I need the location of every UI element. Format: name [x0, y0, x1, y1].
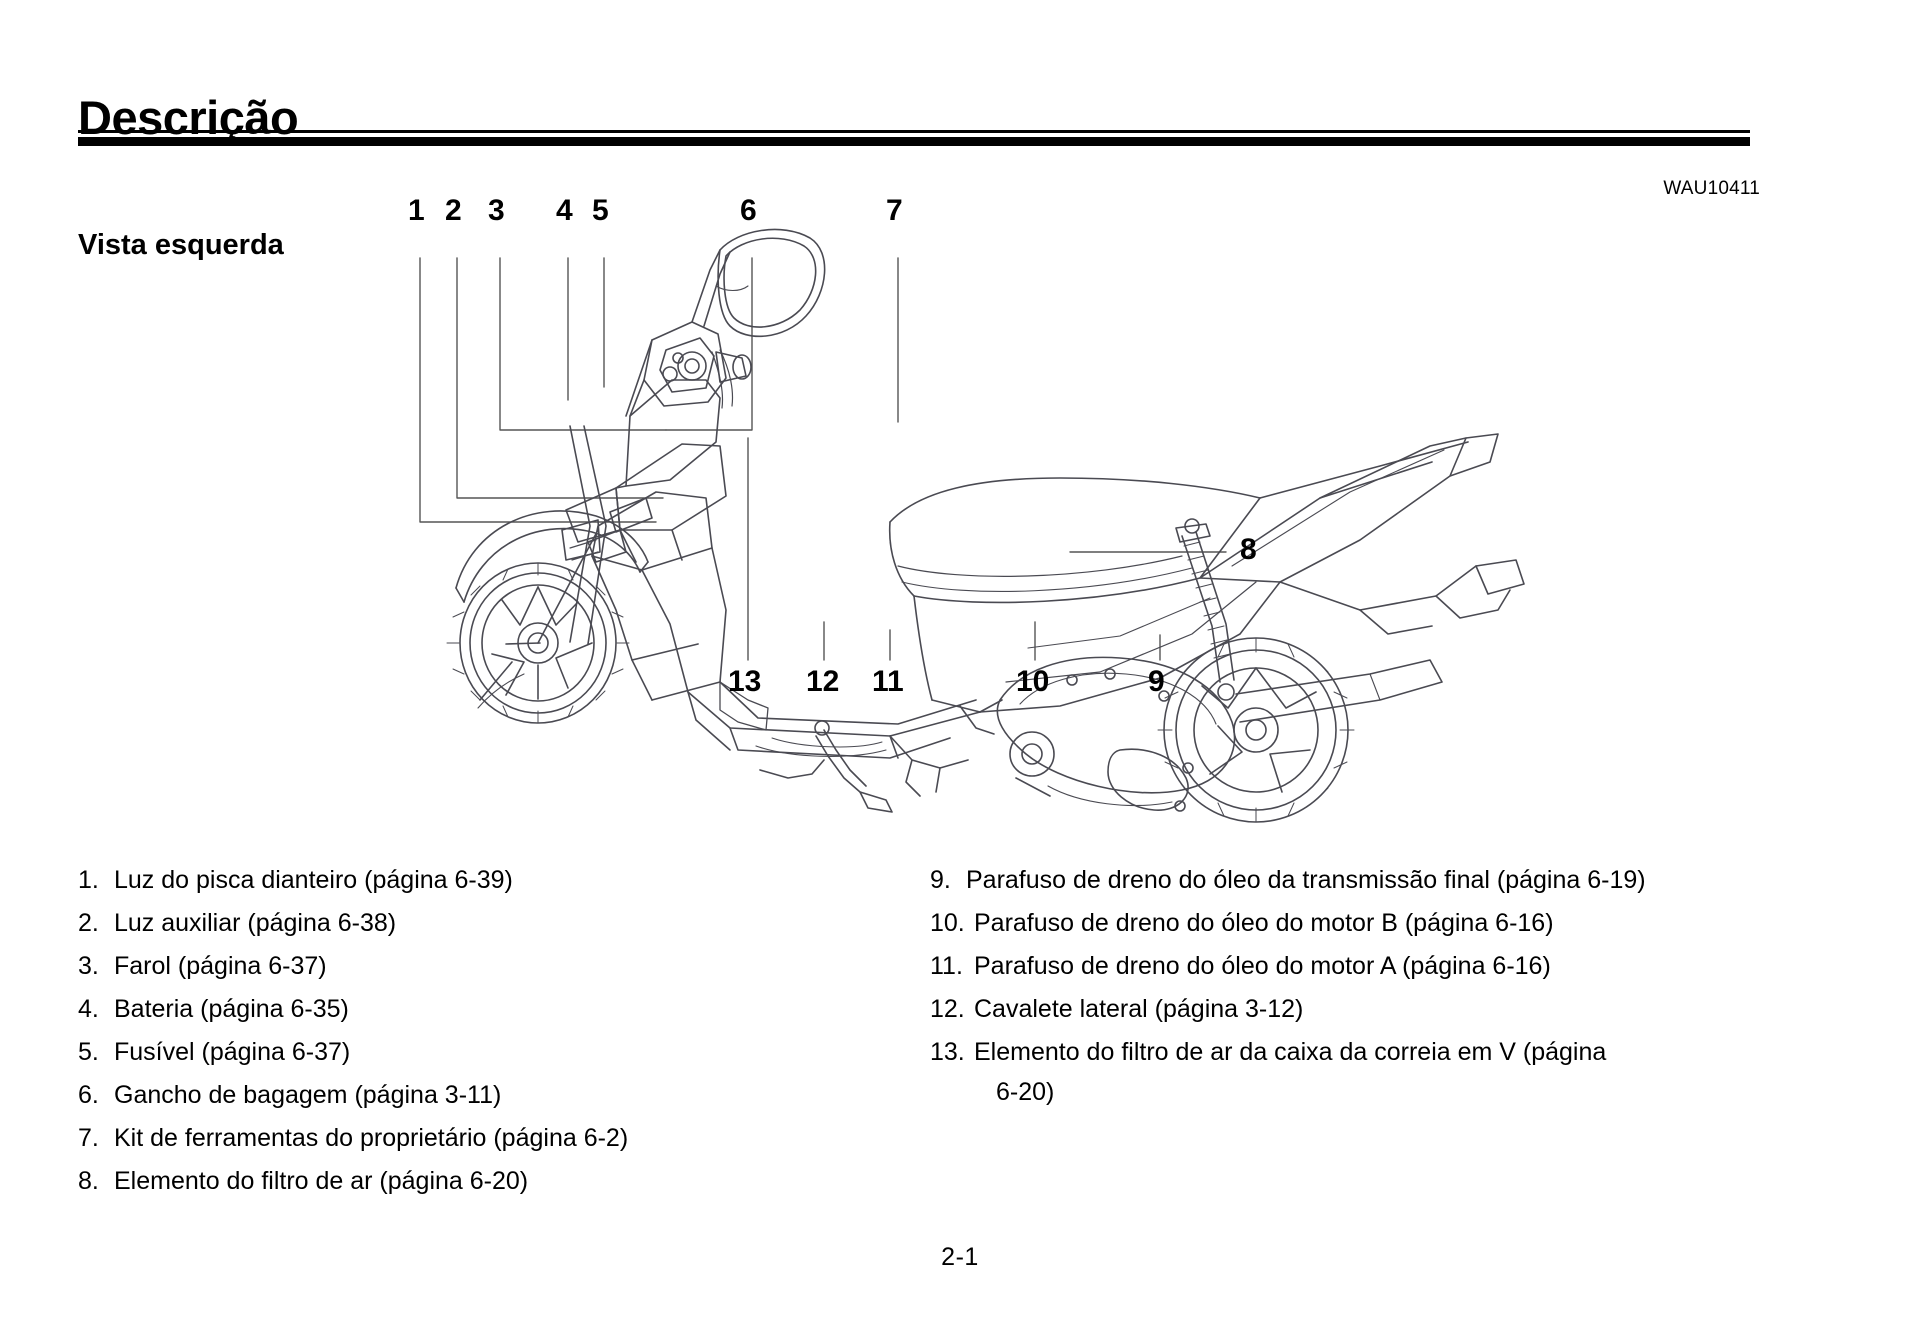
list-item-number: 6. [78, 1081, 99, 1109]
list-item-text: Kit de ferramentas do proprietário (pági… [114, 1124, 629, 1152]
list-item: 3. Farol (página 6-37) [78, 954, 858, 979]
list-item: 4. Bateria (página 6-35) [78, 997, 858, 1022]
page-title: Descrição [78, 91, 299, 145]
list-item-text: Elemento do filtro de ar (página 6-20) [114, 1167, 529, 1195]
callout-4: 4 [556, 194, 573, 227]
list-item-text: Cavalete lateral (página 3-12) [974, 995, 1304, 1023]
exhaust-muffler [1235, 659, 1443, 723]
callout-9: 9 [1148, 665, 1165, 698]
handlebar-cowl [625, 321, 752, 417]
callout-3: 3 [488, 194, 505, 227]
callout-8: 8 [1240, 533, 1257, 566]
list-item: 8. Elemento do filtro de ar (página 6-20… [78, 1169, 858, 1194]
page-number: 2-1 [941, 1243, 979, 1271]
seat [888, 477, 1261, 701]
side-stand [814, 720, 893, 813]
list-item-number: 3. [78, 952, 99, 980]
list-item: 6. Gancho de bagagem (página 3-11) [78, 1083, 858, 1108]
list-item: 1. Luz do pisca dianteiro (página 6-39) [78, 868, 858, 893]
floorboard [687, 681, 981, 759]
rear-body [931, 433, 1525, 713]
callout-6: 6 [740, 194, 757, 227]
divider-line-thin [78, 130, 1750, 133]
list-item-number: 10. [930, 909, 965, 937]
front-fairing [561, 379, 727, 701]
list-item-text: Parafuso de dreno do óleo do motor A (pá… [974, 952, 1551, 980]
callout-1: 1 [408, 194, 425, 227]
divider-line-thick [78, 137, 1750, 146]
list-item: 5. Fusível (página 6-37) [78, 1040, 858, 1065]
front-wheel [446, 562, 630, 724]
rear-wheel [1157, 637, 1355, 823]
list-item: 12. Cavalete lateral (página 3-12) [930, 997, 1790, 1022]
scooter-diagram: 1 2 3 4 5 6 7 8 9 10 11 12 13 [408, 196, 1550, 850]
callout-7: 7 [886, 194, 903, 227]
list-item-text: Luz do pisca dianteiro (página 6-39) [114, 866, 513, 894]
list-item-text: Bateria (página 6-35) [114, 995, 349, 1023]
callout-11: 11 [872, 665, 904, 698]
list-item-text: Fusível (página 6-37) [114, 1038, 351, 1066]
list-item-text-line1: Elemento do filtro de ar da caixa da cor… [974, 1038, 1607, 1066]
list-item-text: Parafuso de dreno do óleo do motor B (pá… [974, 909, 1554, 937]
callout-2: 2 [445, 194, 462, 227]
callout-12: 12 [806, 665, 840, 698]
list-item: 11. Parafuso de dreno do óleo do motor A… [930, 954, 1790, 979]
callout-5: 5 [592, 194, 609, 227]
list-item-text: Parafuso de dreno do óleo da transmissão… [966, 866, 1646, 894]
list-item-number: 7. [78, 1124, 99, 1152]
list-item-number: 9. [930, 866, 951, 894]
list-item-text: Farol (página 6-37) [114, 952, 327, 980]
mirror [691, 228, 826, 409]
list-item-text: Elemento do filtro de ar da caixa da cor… [974, 1040, 1790, 1105]
list-item-number: 2. [78, 909, 99, 937]
list-item-text-continuation: 6-20) [996, 1078, 1055, 1106]
parts-list-right: 9. Parafuso de dreno do óleo da transmis… [930, 868, 1790, 1123]
list-item-number: 11. [930, 952, 963, 980]
section-title: Vista esquerda [78, 229, 284, 262]
lower-bracket-detail [759, 705, 995, 797]
list-item-number: 1. [78, 866, 99, 894]
callout-13: 13 [728, 665, 762, 698]
callout-10: 10 [1016, 665, 1050, 698]
list-item-number: 4. [78, 995, 99, 1023]
parts-list-left: 1. Luz do pisca dianteiro (página 6-39) … [78, 868, 858, 1212]
front-fork [477, 425, 607, 709]
header-divider [78, 130, 1750, 146]
list-item: 13. Elemento do filtro de ar da caixa da… [930, 1040, 1790, 1105]
document-reference-code: WAU10411 [1663, 178, 1760, 199]
list-item-number: 5. [78, 1038, 99, 1066]
list-item-number: 13. [930, 1038, 965, 1066]
list-item: 2. Luz auxiliar (página 6-38) [78, 911, 858, 936]
list-item-text: Gancho de bagagem (página 3-11) [114, 1081, 502, 1109]
list-item: 9. Parafuso de dreno do óleo da transmis… [930, 868, 1790, 893]
list-item-number: 12. [930, 995, 965, 1023]
v-belt-air-duct [719, 681, 769, 731]
leader-lines [419, 257, 1227, 661]
list-item-number: 8. [78, 1167, 99, 1195]
rear-shock [1175, 518, 1235, 701]
list-item: 10. Parafuso de dreno do óleo do motor B… [930, 911, 1790, 936]
list-item-text: Luz auxiliar (página 6-38) [114, 909, 397, 937]
list-item: 7. Kit de ferramentas do proprietário (p… [78, 1126, 858, 1151]
